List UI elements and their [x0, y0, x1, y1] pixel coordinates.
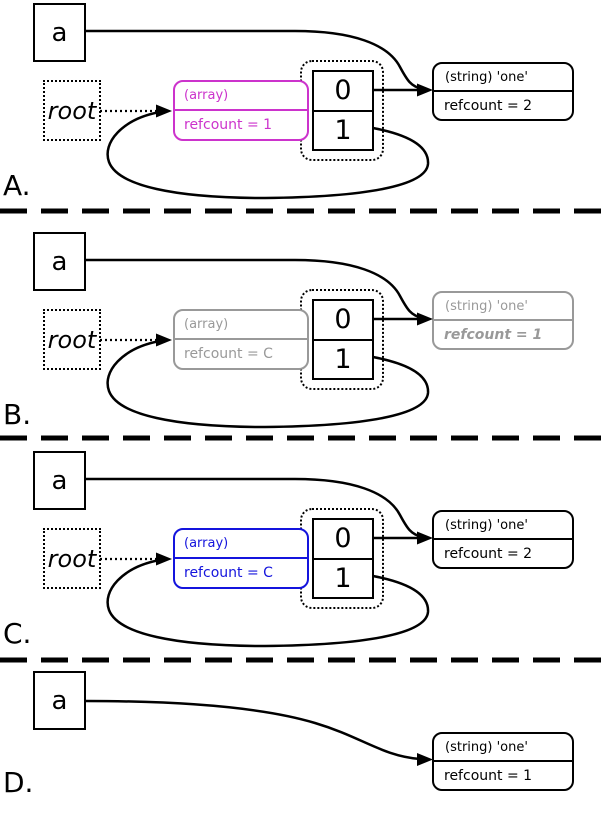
panel-label-b: B.: [3, 398, 32, 431]
variable-label: a: [51, 246, 68, 277]
array-cells-box: 0 1: [312, 518, 374, 599]
root-label: root: [47, 325, 97, 354]
panel-label-a: A.: [3, 169, 31, 202]
root-label: root: [47, 544, 97, 573]
cell-0: 0: [314, 520, 372, 560]
panel-a: a root (array) refcount = 1 0 1 (string)…: [0, 0, 614, 215]
cell-1: 1: [334, 343, 352, 375]
string-type-label: (string) 'one': [445, 517, 528, 533]
array-type-label: (array): [184, 88, 229, 103]
string-node: (string) 'one' refcount = 1: [432, 732, 574, 791]
cell-0: 0: [314, 301, 372, 341]
variable-box-a: a: [33, 451, 86, 510]
string-type-label: (string) 'one': [445, 298, 528, 314]
array-cells-box: 0 1: [312, 70, 374, 151]
variable-label: a: [51, 465, 68, 496]
root-box: root: [43, 80, 101, 141]
root-box: root: [43, 528, 101, 589]
panel-label-c: C.: [3, 617, 32, 650]
root-label: root: [47, 96, 97, 125]
string-refcount-label: refcount = 1: [434, 760, 572, 789]
array-node: (array) refcount = 1: [173, 80, 309, 141]
array-type-label: (array): [184, 536, 229, 551]
string-node: (string) 'one' refcount = 1: [432, 291, 574, 350]
variable-label: a: [51, 685, 68, 716]
string-refcount-label: refcount = 1: [434, 319, 572, 348]
panel-c: a root (array) refcount = C 0 1 (string)…: [0, 448, 614, 663]
panel-b: a root (array) refcount = C 0 1 (string)…: [0, 229, 614, 444]
panel-label-d: D.: [3, 766, 34, 799]
string-type-label: (string) 'one': [445, 739, 528, 755]
array-cells-box: 0 1: [312, 299, 374, 380]
array-node: (array) refcount = C: [173, 309, 309, 370]
string-refcount-label: refcount = 2: [434, 90, 572, 119]
array-refcount-label: refcount = C: [175, 557, 307, 587]
variable-label: a: [51, 17, 68, 48]
variable-box-a: a: [33, 3, 86, 62]
cell-1: 1: [334, 114, 352, 146]
array-refcount-label: refcount = C: [175, 338, 307, 368]
string-refcount-label: refcount = 2: [434, 538, 572, 567]
variable-box-a: a: [33, 232, 86, 291]
root-box: root: [43, 309, 101, 370]
panel-d: a (string) 'one' refcount = 1 D.: [0, 667, 614, 814]
string-node: (string) 'one' refcount = 2: [432, 510, 574, 569]
string-type-label: (string) 'one': [445, 69, 528, 85]
array-node: (array) refcount = C: [173, 528, 309, 589]
string-node: (string) 'one' refcount = 2: [432, 62, 574, 121]
array-refcount-label: refcount = 1: [175, 109, 307, 139]
variable-box-a: a: [33, 671, 86, 730]
cell-0: 0: [314, 72, 372, 112]
array-type-label: (array): [184, 317, 229, 332]
cell-1: 1: [334, 562, 352, 594]
